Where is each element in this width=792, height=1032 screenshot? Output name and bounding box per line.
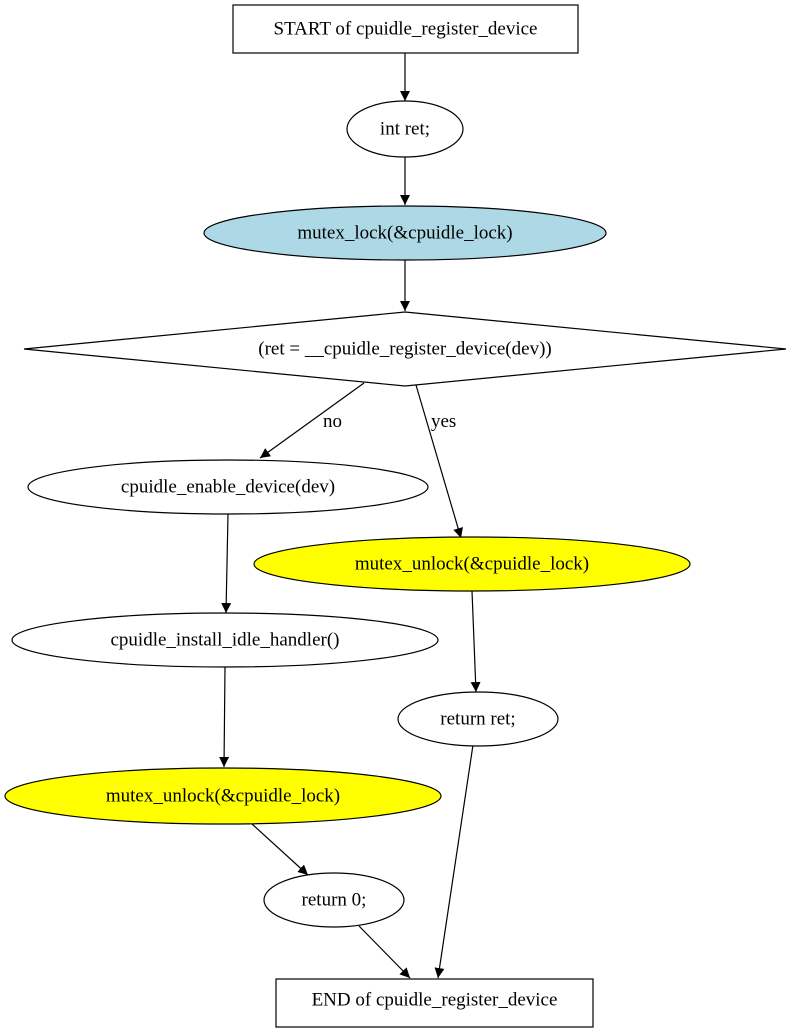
node-unlock-no-ellipse bbox=[4, 767, 442, 825]
node-return-zero-ellipse bbox=[263, 872, 405, 928]
node-decl-ellipse bbox=[346, 100, 464, 158]
node-lock-label: mutex_lock(&cpuidle_lock) bbox=[297, 223, 512, 244]
node-decl: int ret; bbox=[346, 100, 464, 158]
node-start-box bbox=[232, 4, 579, 54]
node-enable-label: cpuidle_enable_device(dev) bbox=[121, 477, 335, 498]
edge-cond-to-unlock-yes bbox=[415, 384, 463, 539]
edge-cond-to-enable-no bbox=[259, 382, 365, 459]
edge-return-ret-to-end bbox=[434, 744, 474, 979]
node-unlock-yes-ellipse bbox=[253, 536, 691, 592]
node-cond: (ret = __cpuidle_register_device(dev)) bbox=[23, 311, 787, 387]
edge-unlock-no-to-return-zero bbox=[251, 823, 309, 876]
node-return-zero-label: return 0; bbox=[302, 890, 367, 911]
edge-label-yes: yes bbox=[431, 411, 456, 432]
node-return-ret-label: return ret; bbox=[440, 709, 515, 730]
node-unlock-no: mutex_unlock(&cpuidle_lock) bbox=[4, 767, 442, 825]
node-cond-label: (ret = __cpuidle_register_device(dev)) bbox=[258, 339, 551, 360]
node-start-label: START of cpuidle_register_device bbox=[274, 19, 538, 40]
node-lock-ellipse bbox=[203, 205, 607, 261]
node-lock: mutex_lock(&cpuidle_lock) bbox=[203, 205, 607, 261]
node-return-zero: return 0; bbox=[263, 872, 405, 928]
edge-unlock-yes-to-return-ret bbox=[470, 590, 481, 693]
node-unlock-yes-label: mutex_unlock(&cpuidle_lock) bbox=[355, 554, 589, 575]
edge-return-zero-to-end bbox=[358, 925, 411, 979]
node-install: cpuidle_install_idle_handler() bbox=[11, 612, 439, 668]
node-end: END of cpuidle_register_device bbox=[275, 978, 594, 1028]
node-start: START of cpuidle_register_device bbox=[232, 4, 579, 54]
node-enable-ellipse bbox=[27, 459, 429, 515]
node-end-label: END of cpuidle_register_device bbox=[312, 990, 558, 1011]
node-end-box bbox=[275, 978, 594, 1028]
edge-install-to-unlock-no bbox=[219, 666, 230, 768]
node-return-ret-ellipse bbox=[397, 691, 559, 747]
node-install-ellipse bbox=[11, 612, 439, 668]
node-decl-label: int ret; bbox=[380, 119, 430, 140]
node-install-label: cpuidle_install_idle_handler() bbox=[111, 630, 340, 651]
edges bbox=[219, 53, 481, 979]
edge-label-no: no bbox=[323, 411, 342, 432]
node-return-ret: return ret; bbox=[397, 691, 559, 747]
node-enable: cpuidle_enable_device(dev) bbox=[27, 459, 429, 515]
node-unlock-no-label: mutex_unlock(&cpuidle_lock) bbox=[106, 786, 340, 807]
node-cond-diamond bbox=[23, 311, 787, 387]
node-unlock-yes: mutex_unlock(&cpuidle_lock) bbox=[253, 536, 691, 592]
edge-enable-to-install bbox=[221, 513, 232, 614]
